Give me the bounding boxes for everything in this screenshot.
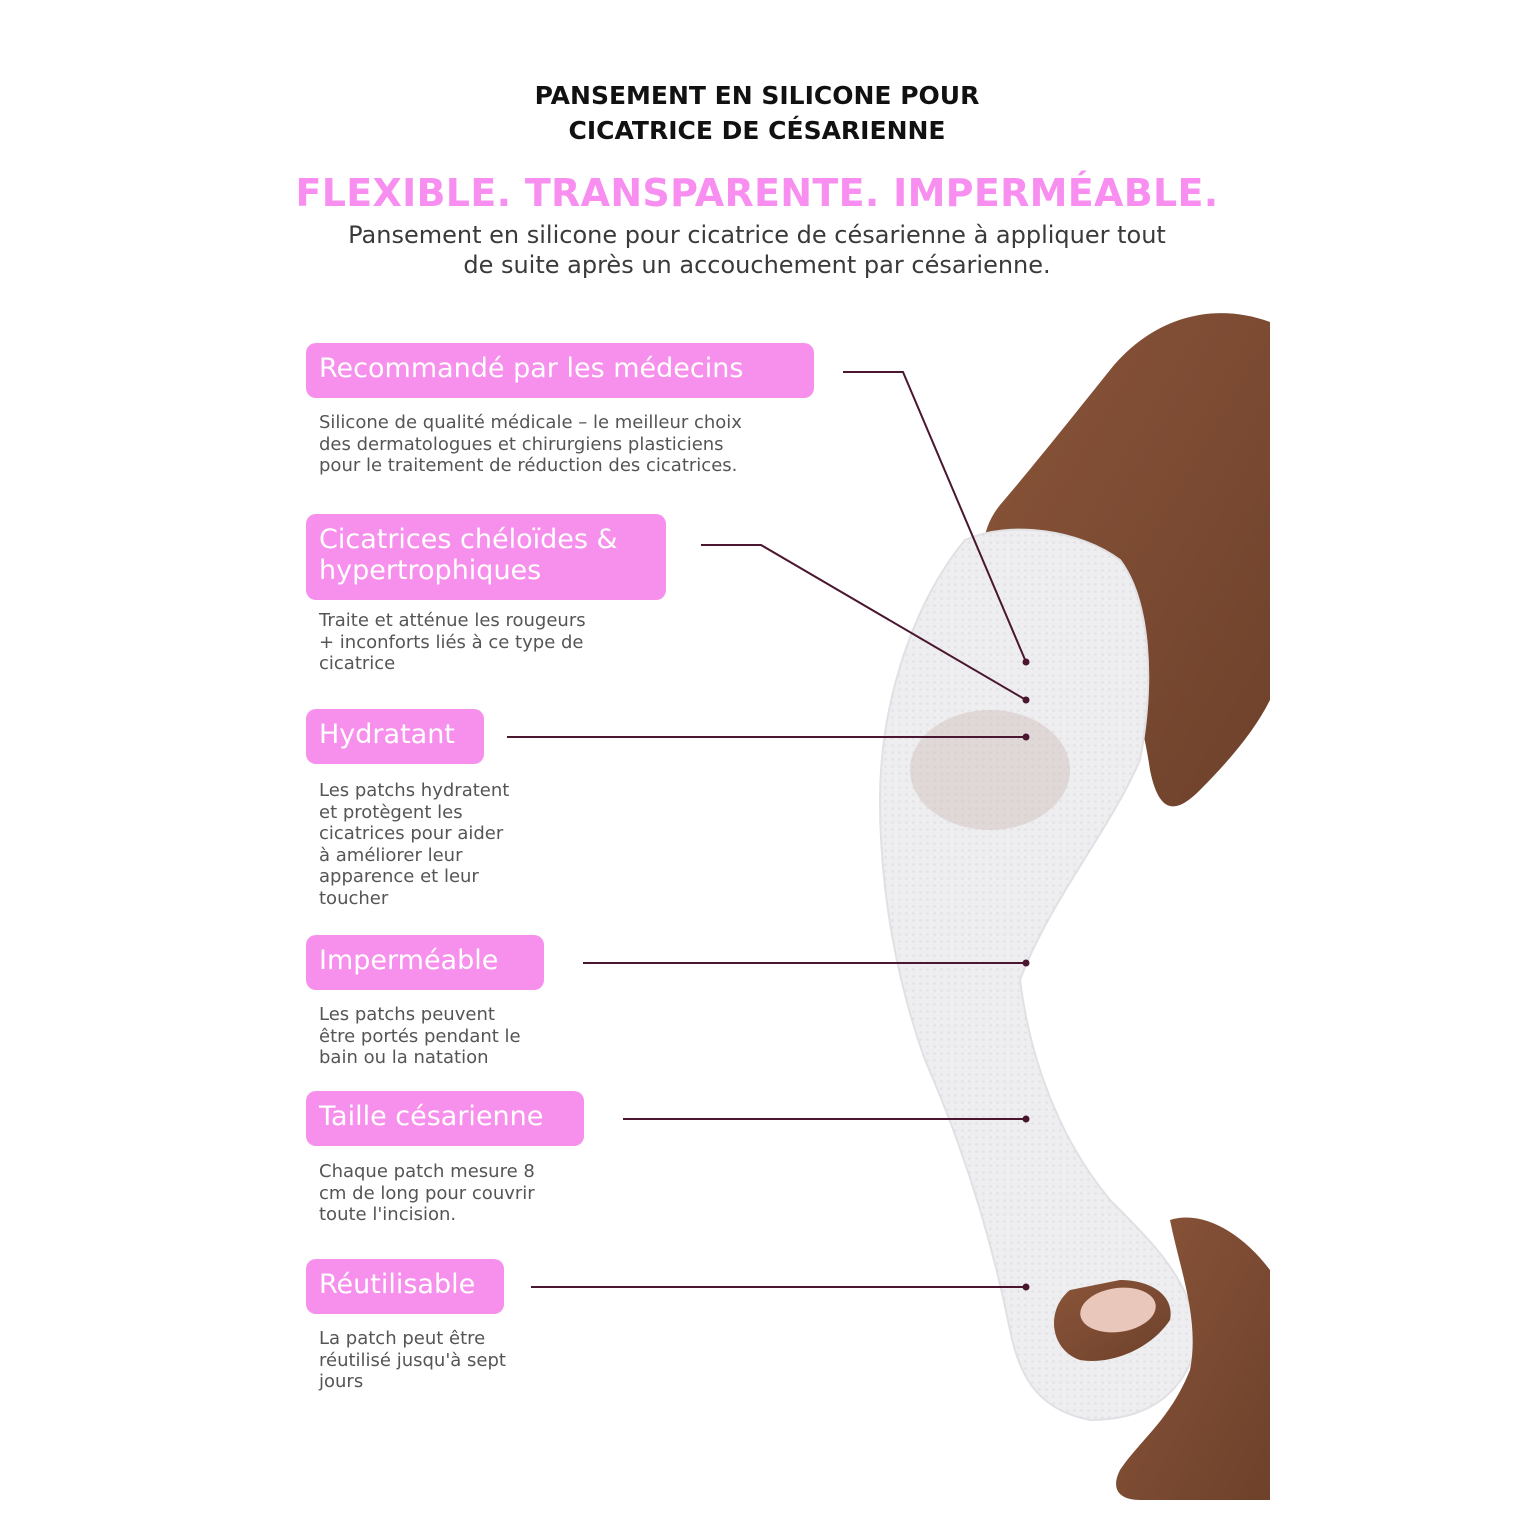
feature-desc-line: réutilisé jusqu'à sept — [319, 1349, 506, 1371]
title-line-2: CICATRICE DE CÉSARIENNE — [568, 116, 946, 145]
subtitle: Pansement en silicone pour cicatrice de … — [0, 220, 1514, 280]
feature-label-keloid-scars: Cicatrices chéloïdes & hypertrophiques — [306, 514, 666, 600]
upper-hand-palm — [984, 313, 1270, 807]
feature-desc-line: pour le traitement de réduction des cica… — [319, 455, 738, 476]
feature-label-waterproof: Imperméable — [306, 935, 544, 990]
feature-desc-line: cicatrice — [319, 653, 396, 674]
feature-desc-line: cicatrices pour aider — [319, 823, 504, 844]
silicone-patch-texture — [880, 529, 1196, 1420]
feature-label-text: Hydratant — [319, 719, 455, 750]
connector-6-dot — [1022, 1283, 1030, 1291]
feature-desc-reusable: La patch peut être réutilisé jusqu'à sep… — [319, 1328, 506, 1393]
feature-desc-line: Traite et atténue les rougeurs — [319, 610, 586, 631]
feature-label-doctor-recommended: Recommandé par les médecins — [306, 343, 814, 398]
patch-shadow — [910, 710, 1070, 830]
connector-2-dot — [1022, 696, 1030, 704]
feature-label-text: Cicatrices chéloïdes & — [319, 524, 618, 555]
feature-desc-c-section-size: Chaque patch mesure 8 cm de long pour co… — [319, 1161, 535, 1226]
feature-desc-line: Les patchs peuvent — [319, 1004, 495, 1025]
connector-5-dot — [1022, 1115, 1030, 1123]
feature-desc-line: Les patchs hydratent — [319, 780, 510, 801]
feature-label-text: Recommandé par les médecins — [319, 353, 744, 384]
feature-label-text: hypertrophiques — [319, 555, 542, 586]
connector-1-dot — [1022, 658, 1030, 666]
lower-hand — [1053, 1217, 1270, 1500]
feature-desc-line: être portés pendant le — [319, 1025, 521, 1047]
feature-desc-line: apparence et leur — [319, 866, 479, 887]
feature-desc-line: toute l'incision. — [319, 1204, 457, 1225]
title-line-1: PANSEMENT EN SILICONE POUR — [534, 81, 980, 110]
subtitle-line-2: de suite après un accouchement par césar… — [463, 251, 1051, 279]
feature-label-text: Taille césarienne — [319, 1101, 544, 1132]
feature-desc-keloid-scars: Traite et atténue les rougeurs + inconfo… — [319, 610, 586, 675]
feature-desc-moisturizing: Les patchs hydratent et protègent les ci… — [319, 780, 509, 909]
connector-1 — [843, 371, 1027, 663]
feature-desc-line: à améliorer leur — [319, 844, 463, 866]
connector-2 — [701, 544, 1027, 701]
page-title: PANSEMENT EN SILICONE POUR CICATRICE DE … — [0, 78, 1514, 148]
feature-label-reusable: Réutilisable — [306, 1259, 504, 1314]
feature-label-moisturizing: Hydratant — [306, 709, 484, 764]
feature-desc-line: toucher — [319, 887, 389, 909]
feature-label-c-section-size: Taille césarienne — [306, 1091, 584, 1146]
lower-thumbnail — [1080, 1287, 1156, 1333]
connector-lines — [507, 371, 1030, 1291]
feature-desc-doctor-recommended: Silicone de qualité médicale – le meille… — [319, 412, 742, 477]
feature-desc-line: cm de long pour couvrir — [319, 1182, 535, 1204]
tagline: FLEXIBLE. TRANSPARENTE. IMPERMÉABLE. — [295, 171, 1219, 215]
feature-desc-line: bain ou la natation — [319, 1047, 489, 1068]
feature-label-text: Imperméable — [319, 945, 499, 976]
connector-3-dot — [1022, 733, 1030, 741]
feature-desc-line: jours — [319, 1371, 364, 1392]
feature-desc-line: La patch peut être — [319, 1328, 486, 1349]
connector-4-dot — [1022, 959, 1030, 967]
subtitle-line-1: Pansement en silicone pour cicatrice de … — [348, 221, 1166, 249]
feature-label-text: Réutilisable — [319, 1269, 476, 1300]
lower-hand-palm — [1116, 1217, 1270, 1500]
feature-desc-line: des dermatologues et chirurgiens plastic… — [319, 433, 724, 455]
feature-desc-line: Silicone de qualité médicale – le meille… — [319, 412, 742, 433]
feature-desc-line: + inconforts liés à ce type de — [319, 631, 584, 653]
feature-desc-waterproof: Les patchs peuvent être portés pendant l… — [319, 1004, 521, 1069]
feature-desc-line: et protègent les — [319, 801, 463, 823]
feature-desc-line: Chaque patch mesure 8 — [319, 1161, 535, 1182]
